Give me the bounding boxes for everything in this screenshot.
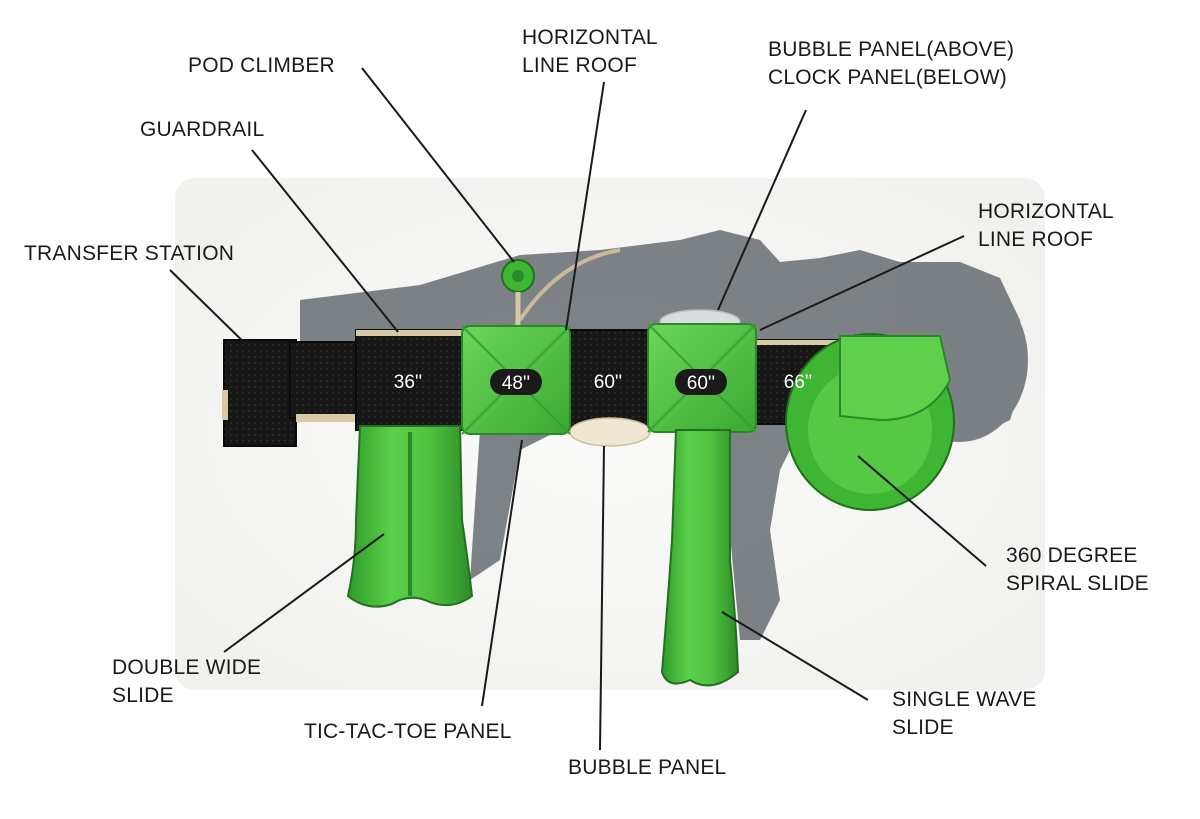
label-spiral-line2: SPIRAL SLIDE [1006, 572, 1149, 595]
label-transfer-station-text: TRANSFER STATION [24, 242, 235, 265]
leader-bubble-clock [717, 109, 807, 311]
label-guardrail: GUARDRAIL [140, 116, 264, 144]
label-tic-tac-toe-panel: TIC-TAC-TOE PANEL [304, 718, 512, 746]
single-wave-slide [660, 429, 740, 687]
label-transfer-station: TRANSFER STATION [24, 240, 234, 268]
label-bubble-clock-panel: BUBBLE PANEL(ABOVE) CLOCK PANEL(BELOW) [768, 36, 1014, 92]
leader-roof-right [759, 235, 965, 331]
label-pod-climber-text: POD CLIMBER [188, 54, 335, 77]
deck-label-48: 48'' [502, 373, 530, 394]
label-tic-tac-toe-text: TIC-TAC-TOE PANEL [304, 720, 512, 743]
leader-spiral-slide [857, 455, 987, 567]
label-roof-right-line2: LINE ROOF [978, 228, 1093, 251]
label-double-wide-slide: DOUBLE WIDE SLIDE [112, 654, 261, 710]
deck-label-66: 66'' [784, 372, 812, 393]
deck-height-labels: 36'' 48'' 60'' 60'' 66'' [394, 369, 812, 395]
label-roof-right-line1: HORIZONTAL [978, 200, 1114, 223]
label-horizontal-roof-top: HORIZONTAL LINE ROOF [522, 24, 658, 80]
label-roof-top-line2: LINE ROOF [522, 54, 637, 77]
label-bubble-clock-line2: CLOCK PANEL(BELOW) [768, 66, 1007, 89]
leader-double-slide [223, 533, 385, 653]
label-bubble-clock-line1: BUBBLE PANEL(ABOVE) [768, 38, 1015, 61]
label-roof-top-line1: HORIZONTAL [522, 26, 658, 49]
leader-bubble-panel [599, 445, 605, 751]
label-guardrail-text: GUARDRAIL [140, 118, 265, 141]
leader-pod-climber [361, 67, 515, 263]
deck-label-36: 36'' [394, 372, 422, 393]
deck-label-60-a: 60'' [594, 372, 622, 393]
leader-tic-tac-toe [481, 439, 523, 707]
leader-roof-top [565, 81, 605, 331]
label-wave-line2: SLIDE [892, 716, 954, 739]
deck-label-60-b: 60'' [687, 373, 715, 394]
label-bubble-panel-text: BUBBLE PANEL [568, 756, 727, 779]
label-horizontal-roof-right: HORIZONTAL LINE ROOF [978, 198, 1114, 254]
label-single-wave-slide: SINGLE WAVE SLIDE [892, 686, 1037, 742]
label-double-line2: SLIDE [112, 684, 174, 707]
pod-climber [501, 248, 621, 332]
leader-guardrail [251, 149, 399, 333]
label-double-line1: DOUBLE WIDE [112, 656, 262, 679]
label-spiral-slide: 360 DEGREE SPIRAL SLIDE [1006, 542, 1149, 598]
label-pod-climber: POD CLIMBER [188, 52, 335, 80]
bubble-panel [569, 417, 651, 447]
double-wide-slide [346, 425, 474, 608]
leader-lines [169, 67, 987, 751]
transfer-station [222, 339, 357, 447]
leader-transfer-station [169, 269, 259, 357]
spiral-slide [785, 333, 955, 511]
guardrail [296, 414, 358, 422]
label-bubble-panel: BUBBLE PANEL [568, 754, 726, 782]
label-spiral-line1: 360 DEGREE [1006, 544, 1138, 567]
label-wave-line1: SINGLE WAVE [892, 688, 1037, 711]
leader-wave-slide [721, 611, 869, 701]
